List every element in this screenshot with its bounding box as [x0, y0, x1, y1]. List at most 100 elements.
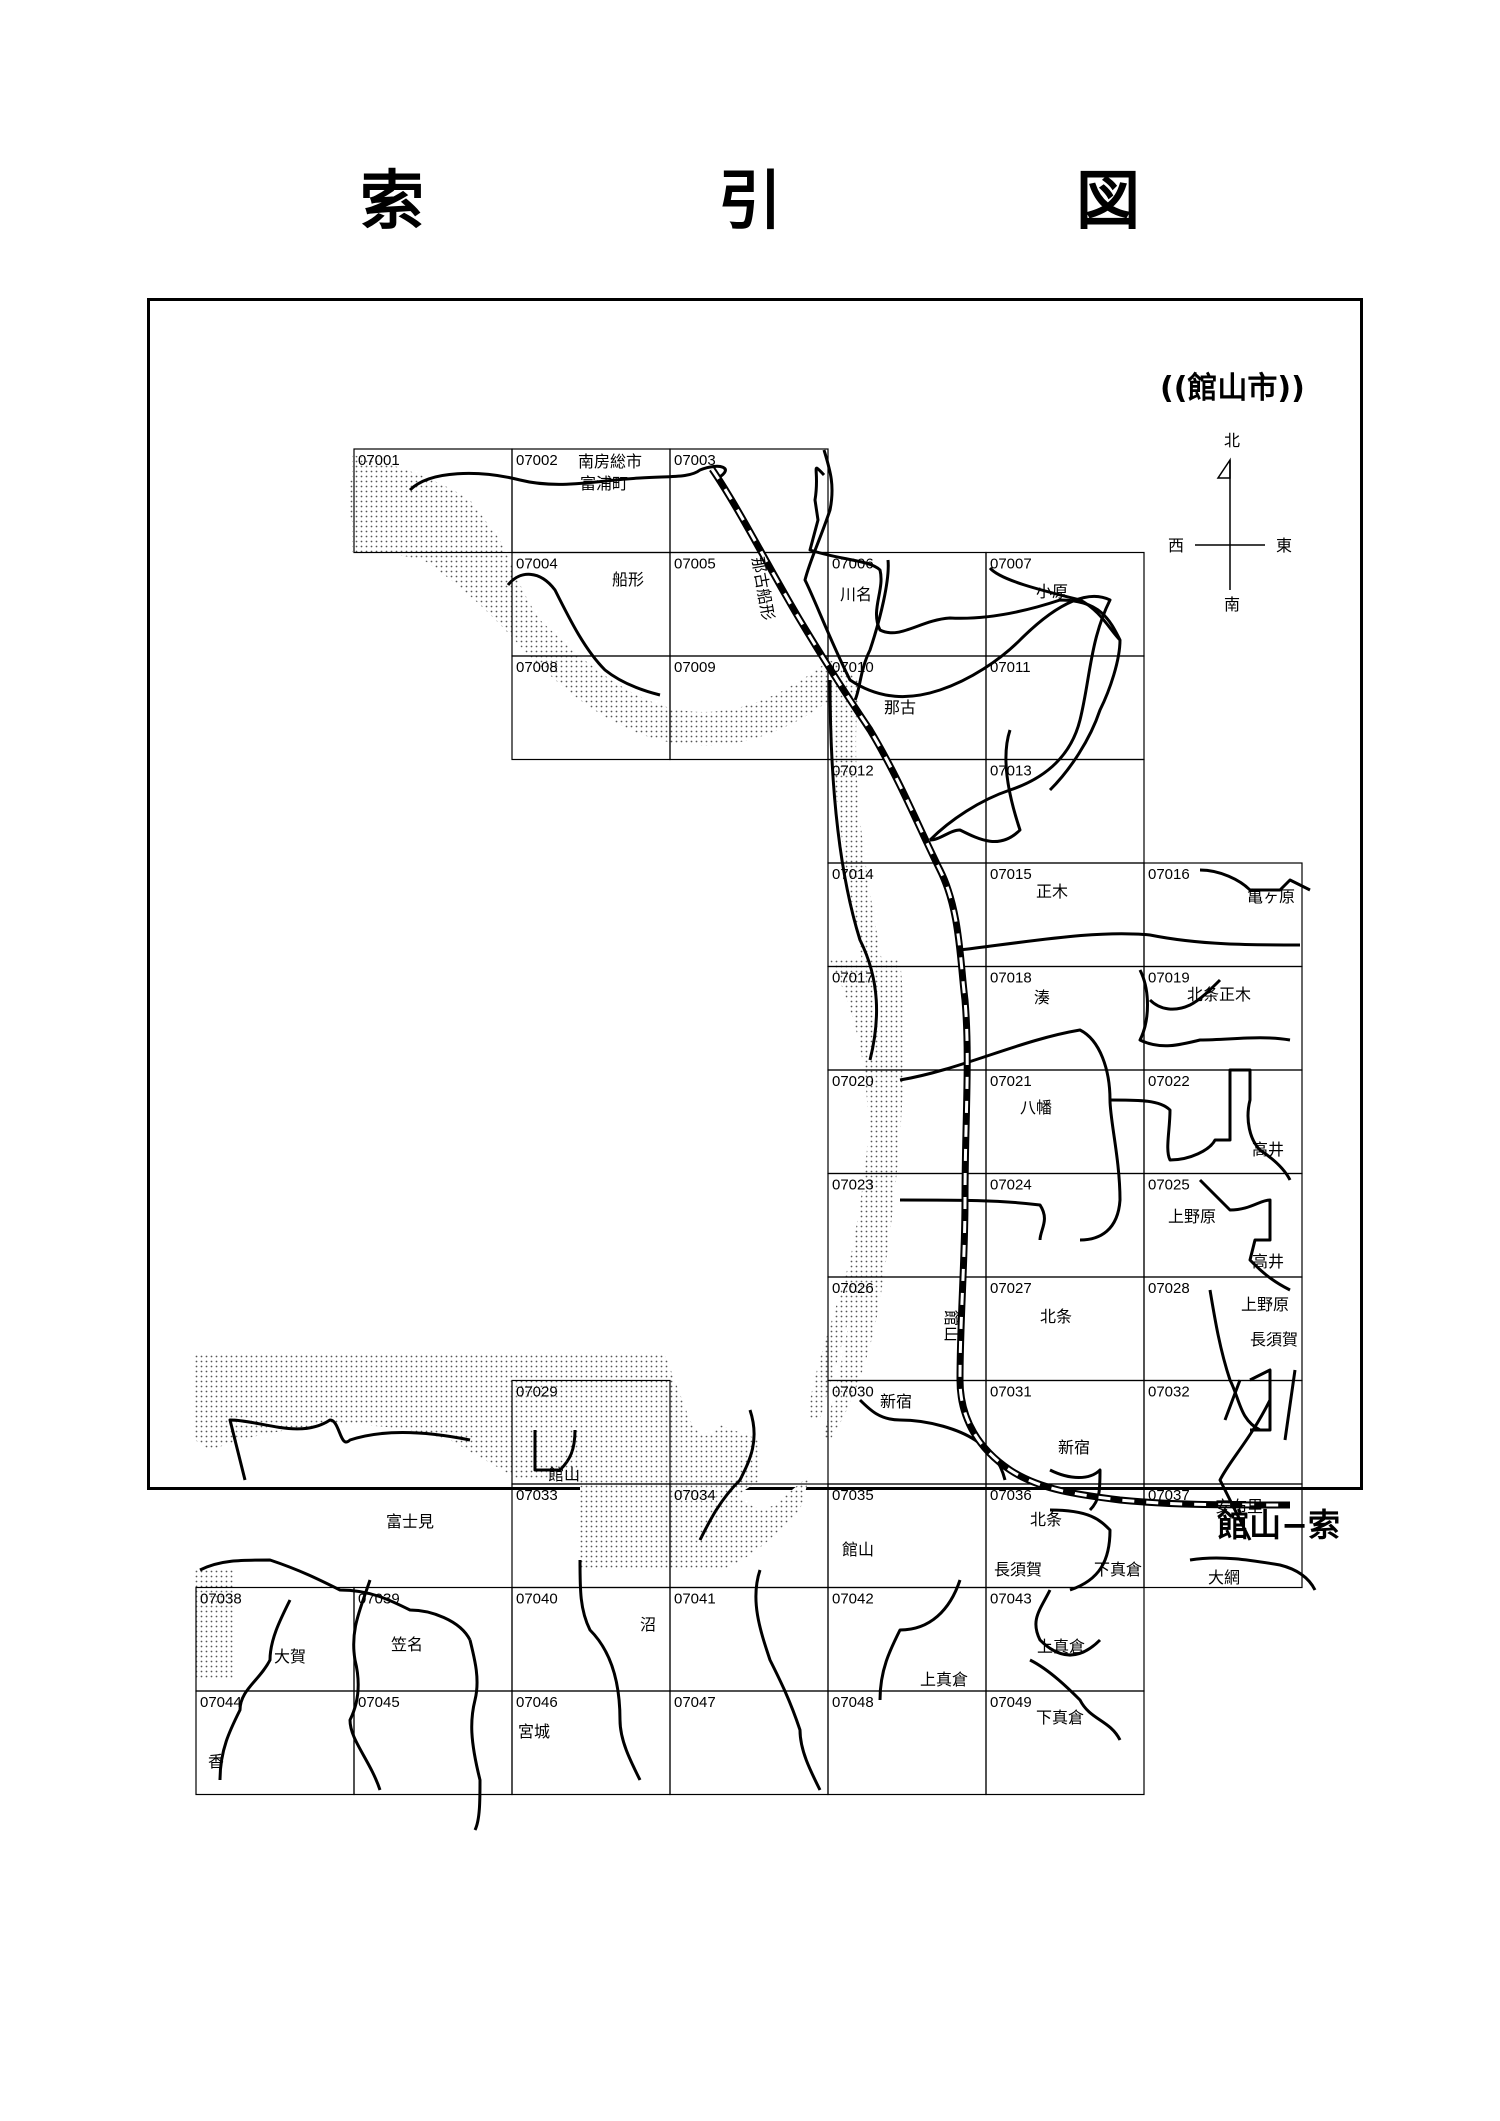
tile-code: 07001 [358, 452, 400, 469]
tile-code: 07035 [832, 1487, 874, 1504]
label-shimosanakura-b: 下真倉 [1036, 1708, 1084, 1727]
tile-code: 07045 [358, 1694, 400, 1711]
tile-code: 07049 [990, 1694, 1032, 1711]
label-numa: 沼 [640, 1615, 656, 1634]
boundary-kasana [348, 1579, 382, 1791]
tile-code: 07028 [1148, 1280, 1190, 1297]
shading-east-shore [822, 960, 904, 1440]
boundary-kamisanakura-south [1034, 1589, 1102, 1657]
boundary-kamisanakura-c [878, 1579, 962, 1701]
shading-north-bay [350, 480, 889, 1420]
tile-code: 07007 [990, 556, 1032, 573]
page-footer: 館山−索 [1217, 1506, 1340, 1544]
boundary-kasana-east [468, 1639, 482, 1831]
label-tateyama-a: 館山 [548, 1465, 580, 1484]
tile-code: 07010 [832, 659, 874, 676]
tile-code: 07024 [990, 1177, 1032, 1194]
tile-code: 07046 [516, 1694, 558, 1711]
label-masaki: 正木 [1036, 882, 1068, 901]
tile-code: 07006 [832, 556, 874, 573]
boundary-ueno-b [1249, 1368, 1272, 1432]
label-nagasuka-b: 長須賀 [994, 1560, 1042, 1579]
label-shinjuku-b: 新宿 [1058, 1438, 1090, 1457]
tile-code: 07019 [1148, 970, 1190, 987]
label-kawana: 川名 [840, 585, 872, 604]
label-kamisanakura-b: 上真倉 [1037, 1637, 1085, 1656]
tile-code: 07022 [1148, 1073, 1190, 1090]
label-kou: 香 [208, 1752, 224, 1771]
funagata-coast [506, 572, 661, 697]
page-title: 索 引 図 [360, 165, 1255, 239]
railway [709, 467, 1291, 1509]
station-nakofunagata: 那古船形 [748, 555, 778, 621]
tile-code: 07021 [990, 1073, 1032, 1090]
boundary-ueno-c [1223, 1369, 1297, 1441]
tile-code: 07044 [200, 1694, 242, 1711]
tile-code: 07016 [1148, 866, 1190, 883]
compass-east: 東 [1276, 536, 1292, 555]
boundary-minato [899, 1028, 1122, 1242]
tile-code: 07043 [990, 1591, 1032, 1608]
boundary-oga [218, 1599, 292, 1781]
label-minamiboso: 南房総市 [578, 452, 642, 471]
tile-code: 07029 [516, 1384, 558, 1401]
boundary-west-tip [199, 1558, 472, 1641]
label-fujimi: 富士見 [386, 1512, 434, 1531]
label-oga: 大賀 [274, 1647, 306, 1666]
label-kamegahara: 亀ヶ原 [1247, 887, 1295, 906]
tile-code: 07017 [832, 970, 874, 987]
label-kamisanakura-a: 上真倉 [920, 1670, 968, 1689]
tile-code: 07033 [516, 1487, 558, 1504]
tile-code: 07018 [990, 970, 1032, 987]
tile-code: 07008 [516, 659, 558, 676]
label-oami: 大網 [1208, 1568, 1240, 1587]
label-takai-b: 高井 [1252, 1252, 1284, 1271]
tile-code: 07042 [832, 1591, 874, 1608]
north-coastline [408, 464, 727, 492]
tile-code: 07026 [832, 1280, 874, 1297]
label-takai-a: 高井 [1252, 1140, 1284, 1159]
tile-code: 07011 [990, 659, 1031, 676]
boundary-southwest-coast [228, 1418, 471, 1481]
tile-code: 07032 [1148, 1384, 1190, 1401]
boundary-hachiman-east [1109, 1068, 1292, 1181]
map-tile[interactable] [985, 1690, 1145, 1796]
city-label: ((館山市)) [1160, 371, 1305, 406]
boundary-nako-east [929, 729, 1022, 844]
boundaries [199, 449, 1317, 1831]
label-hojo-masaki: 北条正木 [1187, 985, 1251, 1004]
tile-code: 07025 [1148, 1177, 1190, 1194]
tile-code: 07012 [832, 763, 874, 780]
label-shimosanakura-a: 下真倉 [1094, 1560, 1142, 1579]
boundary-tateyama-a [533, 1429, 577, 1472]
tile-code: 07015 [990, 866, 1032, 883]
tile-code: 07004 [516, 556, 558, 573]
boundary-shinjuku [858, 1398, 1007, 1481]
label-funagata: 船形 [612, 570, 644, 589]
coastal-shading [195, 455, 904, 1680]
boundary-kawana [853, 559, 890, 701]
label-uenohara-b: 上野原 [1241, 1295, 1289, 1314]
tile-code: 07034 [674, 1487, 716, 1504]
boundary-takai [1198, 1178, 1291, 1292]
map-frame [147, 298, 1363, 1490]
label-shinjuku-a: 新宿 [880, 1392, 912, 1411]
boundary-hachiman-south [899, 1198, 1046, 1241]
tile-code: 07038 [200, 1591, 242, 1608]
tile-code: 07030 [832, 1384, 874, 1401]
tile-code: 07031 [990, 1384, 1032, 1401]
shading-north-coast [352, 455, 540, 620]
rail-dash [710, 468, 1291, 1507]
label-miyagi: 宮城 [518, 1722, 550, 1741]
station-tateyama: 館山 [942, 1310, 961, 1342]
tile-code: 07027 [990, 1280, 1032, 1297]
boundary-kamisanakura [1049, 1468, 1102, 1512]
boundary-miyagi [754, 1569, 822, 1791]
boundary-nagasuka [1049, 1508, 1112, 1592]
tile-code: 07041 [674, 1591, 716, 1608]
label-kasana: 笠名 [391, 1635, 423, 1654]
label-nako: 那古 [884, 698, 916, 717]
tile-code: 07047 [674, 1694, 716, 1711]
